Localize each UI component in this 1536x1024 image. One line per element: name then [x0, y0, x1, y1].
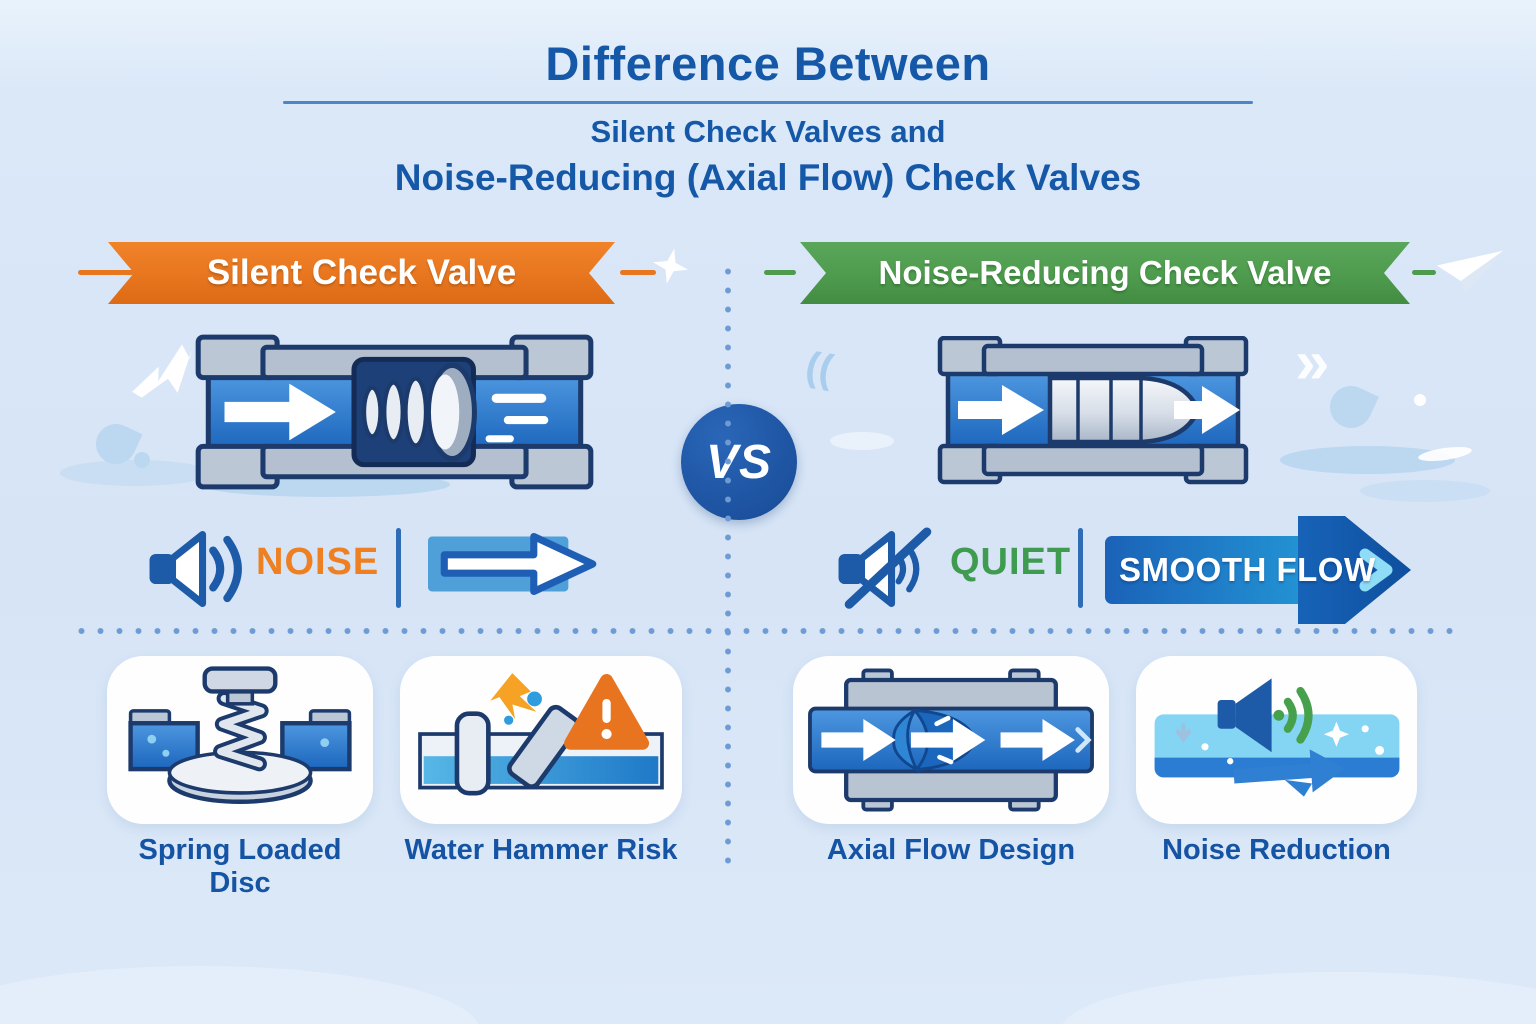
right-banner: Noise-Reducing Check Valve	[800, 242, 1410, 304]
silent-valve-illustration	[182, 333, 607, 496]
axial-valve-illustration	[928, 335, 1258, 491]
decor-splash	[830, 432, 894, 450]
left-banner-label: Silent Check Valve	[206, 253, 517, 292]
card-water-hammer-risk	[400, 656, 682, 824]
card-label: Water Hammer Risk	[404, 834, 678, 866]
right-banner-label: Noise-Reducing Check Valve	[878, 254, 1332, 291]
noise-reduction-icon	[1154, 677, 1399, 797]
vertical-dotted-divider	[725, 262, 731, 868]
decor-wash-bottom-right	[1060, 972, 1536, 1024]
water-hammer-icon	[418, 672, 664, 795]
axial-flow-icon	[808, 668, 1094, 812]
page-subtitle-line1: Silent Check Valves and	[590, 114, 946, 149]
card-label: Spring Loaded Disc	[138, 834, 342, 899]
title-underline	[283, 101, 1253, 104]
decor-splash	[1323, 379, 1379, 435]
horizontal-dotted-divider	[72, 628, 1464, 634]
spring-loaded-disc-icon	[128, 666, 352, 804]
smooth-flow-label: SMOOTH FLOW	[1119, 551, 1376, 588]
card-label: Noise Reduction	[1162, 834, 1391, 866]
page-title: Difference Between	[545, 37, 991, 90]
feature-divider	[396, 528, 401, 608]
smooth-flow-badge: SMOOTH FLOW	[1103, 514, 1415, 626]
banner-stub	[78, 270, 134, 275]
decor-wash-bottom-left	[0, 966, 480, 1024]
decor-arc-marks: ((	[802, 344, 837, 392]
left-banner: Silent Check Valve	[108, 242, 615, 304]
flow-arrow-icon	[428, 524, 606, 609]
noise-label: NOISE	[256, 541, 380, 583]
card-spring-loaded-disc	[107, 656, 373, 824]
banner-stub	[1412, 270, 1436, 275]
decor-splash	[1414, 394, 1426, 406]
vs-label: VS	[705, 435, 773, 489]
decor-splash	[134, 452, 150, 468]
speaker-icon	[146, 522, 252, 621]
quiet-label: QUIET	[950, 541, 1072, 583]
card-axial-flow-design	[793, 656, 1109, 824]
card-noise-reduction	[1136, 656, 1417, 824]
vs-badge: VS	[681, 404, 797, 520]
page-subtitle-line2: Noise-Reducing (Axial Flow) Check Valves	[394, 157, 1142, 198]
muted-speaker-icon	[835, 522, 941, 621]
paper-plane-icon	[1432, 242, 1505, 306]
card-label: Axial Flow Design	[826, 834, 1076, 866]
sparkle-icon	[648, 245, 692, 293]
decor-chevrons-icon: »	[1295, 328, 1330, 397]
decor-splash	[1360, 480, 1490, 502]
decor-arrow-sketch-icon	[119, 332, 204, 411]
feature-divider	[1078, 528, 1083, 608]
banner-stub	[764, 270, 796, 275]
banner-stub	[620, 270, 656, 275]
